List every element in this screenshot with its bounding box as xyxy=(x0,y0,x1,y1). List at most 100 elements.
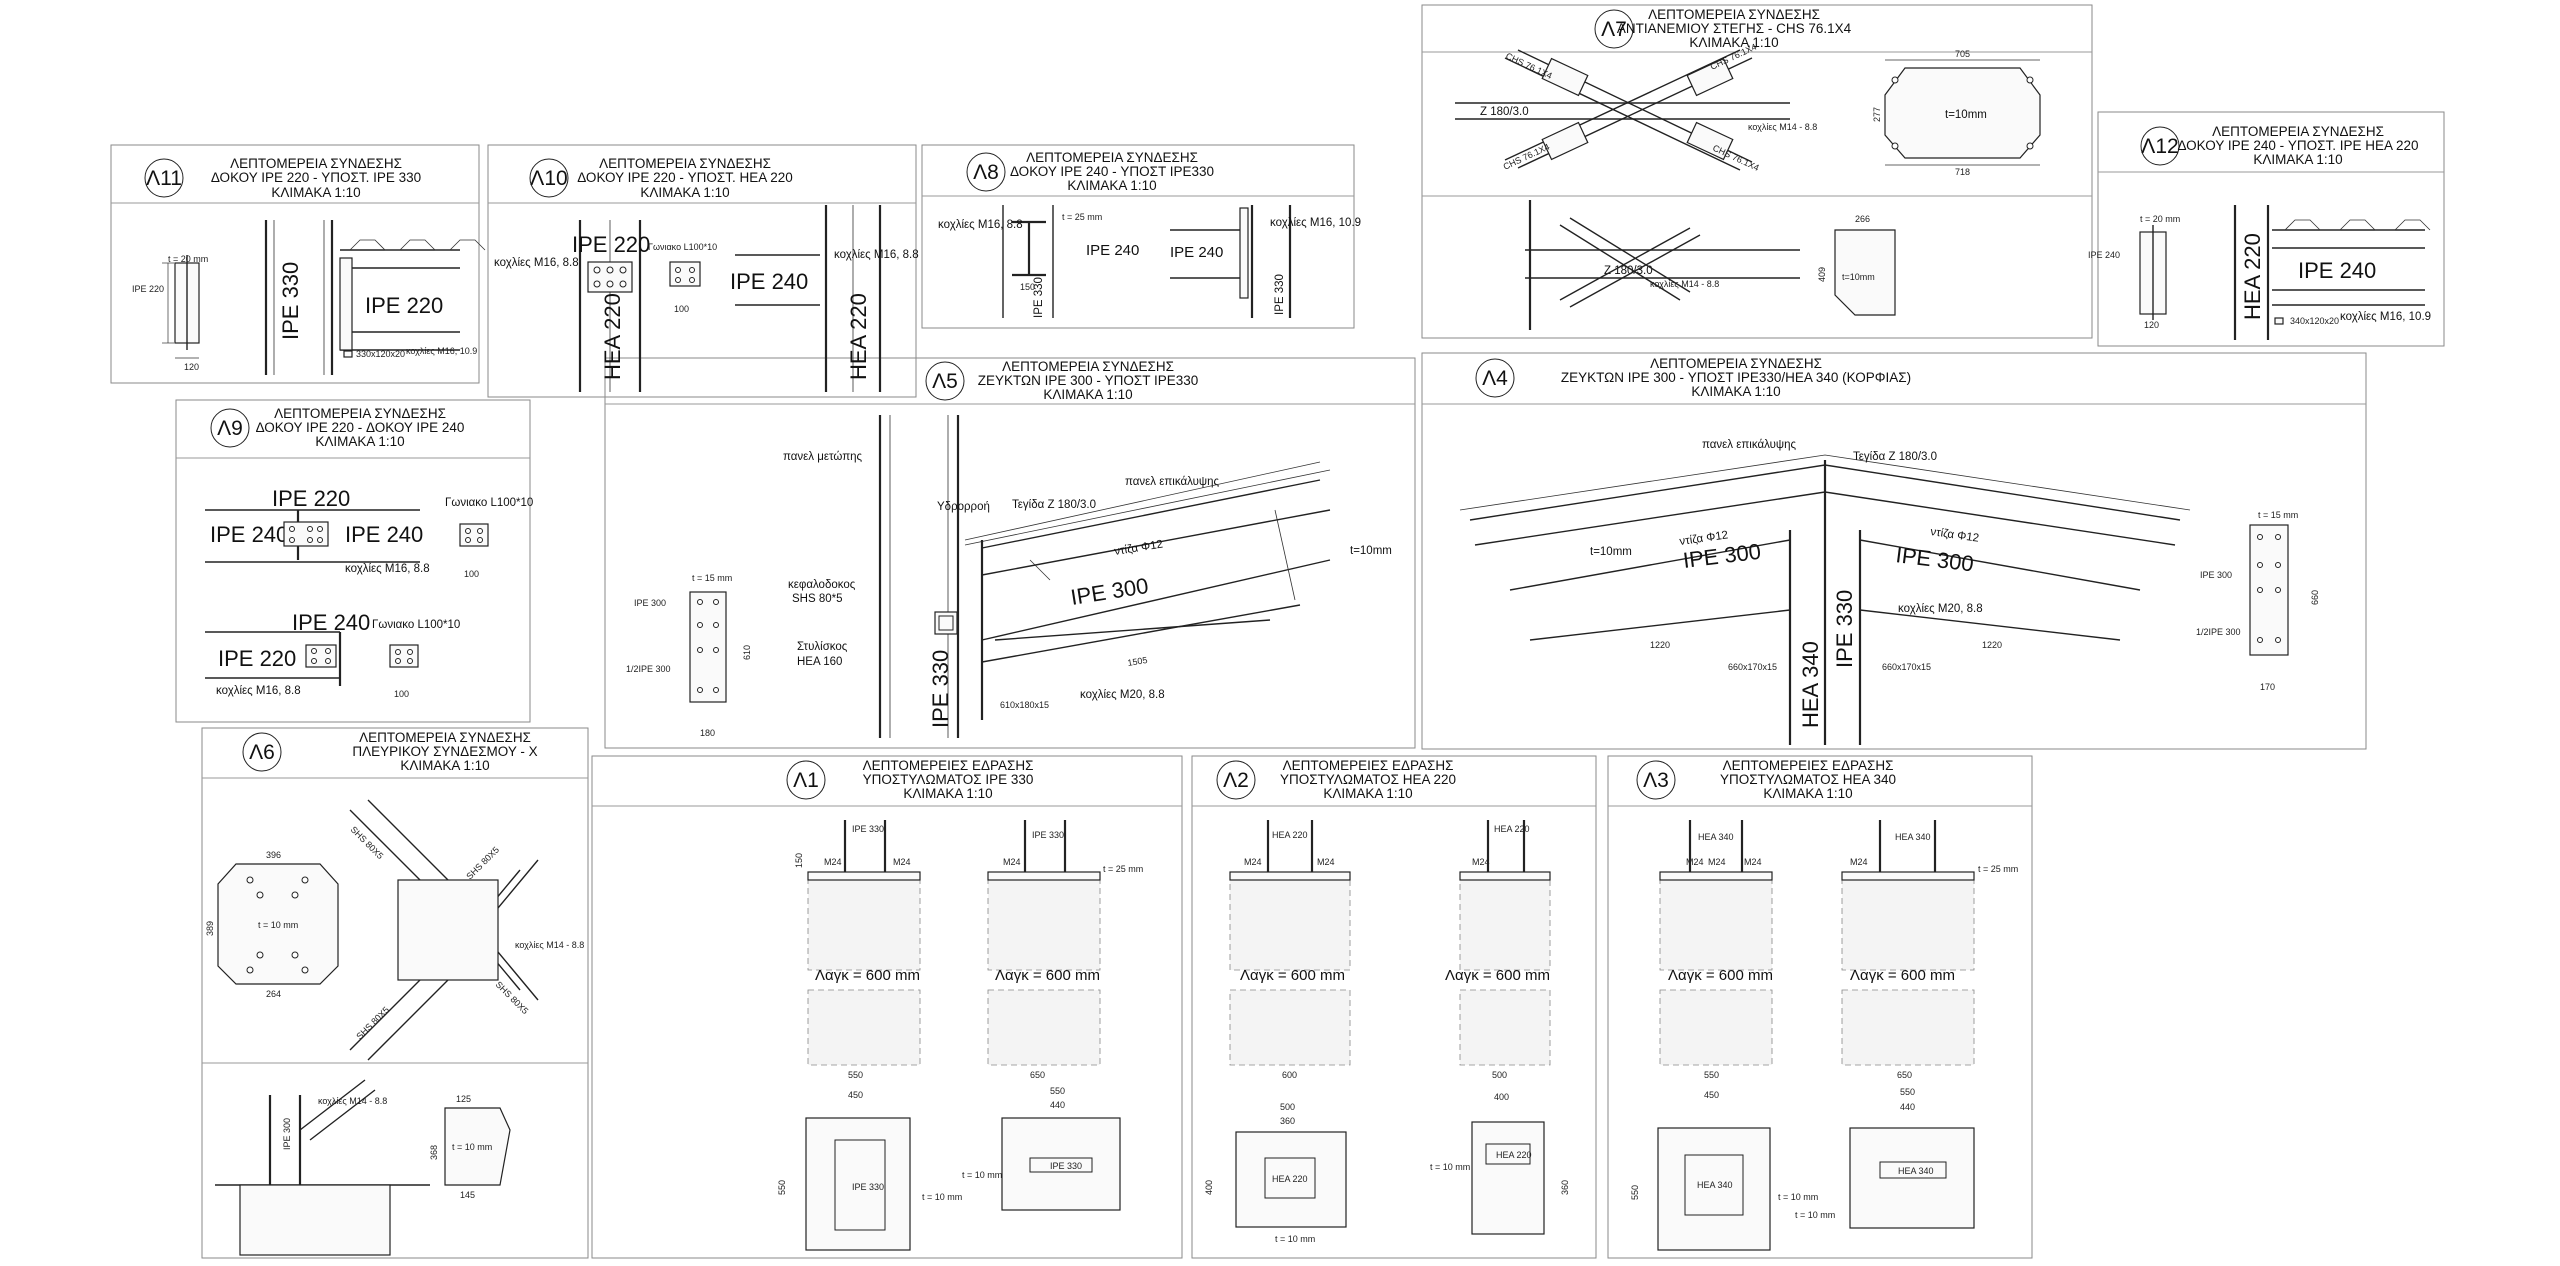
dim-label: 120 xyxy=(184,362,199,372)
panel-code: Λ11 xyxy=(146,167,182,190)
panel-title-l6: Λ6 ΛΕΠΤΟΜΕΡΕΙΑ ΣΥΝΔΕΣΗΣ ΠΛΕΥΡΙΚΟΥ ΣΥΝΔΕΣ… xyxy=(242,730,538,773)
column-label: HEA 220 xyxy=(600,293,625,380)
title-line: ΔΟΚΟΥ IPE 220 - ΥΠΟΣΤ. HEA 220 xyxy=(577,170,793,185)
column-label: IPE 330 xyxy=(1832,590,1857,668)
anchor-length: Λαγκ = 600 mm xyxy=(1850,967,1955,984)
bolt-label: κοχλίες M20, 8.8 xyxy=(1898,603,1983,615)
panel-code: Λ10 xyxy=(530,167,567,190)
dim-label: 500 xyxy=(1280,1102,1295,1112)
column-label: IPE 330 xyxy=(1050,1161,1082,1171)
bolt-label: M24 xyxy=(1472,857,1490,867)
title-line: ΥΠΟΣΤΥΛΩΜΑΤΟΣ HEA 340 xyxy=(1720,772,1896,787)
bolt-label: κοχλίες M16, 8.8 xyxy=(494,257,579,269)
column-label: HEA 340 xyxy=(1698,832,1734,842)
title-line: ΥΠΟΣΤΥΛΩΜΑΤΟΣ IPE 330 xyxy=(863,772,1034,787)
thickness-label: t=10mm xyxy=(1590,546,1632,558)
panel-label: πανελ επικάλυψης xyxy=(1702,439,1796,451)
dim-label: 360 xyxy=(1560,1180,1570,1195)
panel-code: Λ2 xyxy=(1223,769,1249,792)
beam-label: IPE 240 xyxy=(345,522,423,547)
title-line: ΚΛΙΜΑΚΑ 1:10 xyxy=(1691,384,1780,399)
thickness-label: t = 10 mm xyxy=(962,1170,1002,1180)
title-line: ΚΛΙΜΑΚΑ 1:10 xyxy=(1689,35,1778,50)
post-label: Στυλίσκος xyxy=(797,641,848,653)
dim-label: 450 xyxy=(1704,1090,1719,1100)
dim-label: 266 xyxy=(1855,214,1870,224)
bolt-label: M24 xyxy=(1744,857,1762,867)
dim-label: 550 xyxy=(848,1070,863,1080)
beam-label: IPE 240 xyxy=(2298,258,2376,283)
dim-label: 409 xyxy=(1817,267,1827,282)
beam-label: IPE 240 xyxy=(210,522,288,547)
detail-l6: t = 10 mm 396 264 389 SHS 80X5 SHS 80X5 … xyxy=(205,799,584,1256)
beam-label: IPE 220 xyxy=(132,284,164,294)
angle-label: Γωνιακο L100*10 xyxy=(648,242,717,252)
beam-label: IPE 300 xyxy=(1894,542,1975,576)
plate-label: 660x170x15 xyxy=(1882,662,1931,672)
detail-l5: t = 15 mm IPE 300 1/2IPE 300 180 610 IPE… xyxy=(626,415,1392,738)
dim-label: 650 xyxy=(1897,1070,1912,1080)
bolt-label: κοχλίες M16, 8.8 xyxy=(216,685,301,697)
panel-title-l7: Λ7 ΛΕΠΤΟΜΕΡΕΙΑ ΣΥΝΔΕΣΗΣ ΑΝΤΙΑΝΕΜΙΟΥ ΣΤΕΓ… xyxy=(1594,7,1852,50)
cap-label: κεφαλοδοκος xyxy=(788,579,856,591)
thickness-label: t = 15 mm xyxy=(2258,510,2298,520)
title-line: ΚΛΙΜΑΚΑ 1:10 xyxy=(315,434,404,449)
title-line: ΚΛΙΜΑΚΑ 1:10 xyxy=(1043,387,1132,402)
title-line: ΚΛΙΜΑΚΑ 1:10 xyxy=(1067,178,1156,193)
dim-label: 500 xyxy=(1492,1070,1507,1080)
bolt-label: κοχλίες M16, 10.9 xyxy=(2340,311,2431,323)
bolt-label: κοχλίες M16, 8.8 xyxy=(938,219,1023,231)
dim-label: 145 xyxy=(460,1190,475,1200)
dim-label: 1220 xyxy=(1982,640,2002,650)
dim-label: 120 xyxy=(2144,320,2159,330)
dim-label: 100 xyxy=(674,304,689,314)
title-separators xyxy=(111,51,2444,1064)
plate-label: 610x180x15 xyxy=(1000,700,1049,710)
dim-label: 264 xyxy=(266,989,281,999)
purlin-label: Z 180/3.0 xyxy=(1480,106,1529,118)
dim-label: 705 xyxy=(1955,49,1970,59)
bolt-label: M24 xyxy=(1244,857,1262,867)
dim-label: 550 xyxy=(1050,1086,1065,1096)
anchor-length: Λαγκ = 600 mm xyxy=(1240,967,1345,984)
column-label: HEA 340 xyxy=(1895,832,1931,842)
bolt-label: M24 xyxy=(824,857,842,867)
dim-label: 600 xyxy=(1282,1070,1297,1080)
thickness-label: t = 20 mm xyxy=(2140,214,2180,224)
column-label: IPE 330 xyxy=(852,824,884,834)
bolt-label: κοχλίες M14 - 8.8 xyxy=(1748,122,1817,132)
title-line: ΚΛΙΜΑΚΑ 1:10 xyxy=(1763,786,1852,801)
column-label: HEA 220 xyxy=(846,293,871,380)
panel-titles: Λ11 ΛΕΠΤΟΜΕΡΕΙΑ ΣΥΝΔΕΣΗΣ ΔΟΚΟΥ IPE 220 -… xyxy=(144,7,2419,801)
panel-code: Λ7 xyxy=(1601,18,1627,41)
beam-label: IPE 220 xyxy=(272,486,350,511)
detail-l10: HEA 220 IPE 220 κοχλίες M16, 8.8 Γωνιακο… xyxy=(494,205,919,392)
bolt-label: κοχλίες M14 - 8.8 xyxy=(1650,279,1719,289)
title-line: ΛΕΠΤΟΜΕΡΕΙΑ ΣΥΝΔΕΣΗΣ xyxy=(1650,356,1822,371)
thickness-label: t = 15 mm xyxy=(692,573,732,583)
title-line: ΛΕΠΤΟΜΕΡΕΙΕΣ ΕΔΡΑΣΗΣ xyxy=(1283,758,1454,773)
detail-l2: HEA 220 M24 M24 Λαγκ = 600 mm 600 HEA 22… xyxy=(1204,820,1570,1244)
brace-label: SHS 80X5 xyxy=(354,1005,391,1042)
gutter-label: Υδρορροή xyxy=(937,501,990,513)
title-line: ΚΛΙΜΑΚΑ 1:10 xyxy=(640,185,729,200)
title-line: ΚΛΙΜΑΚΑ 1:10 xyxy=(400,758,489,773)
purlin-label: Τεγίδα Z 180/3.0 xyxy=(1853,451,1937,463)
bolt-label: M24 xyxy=(1850,857,1868,867)
plate-label: 340x120x20 xyxy=(2290,316,2339,326)
bolt-label: M24 xyxy=(1708,857,1726,867)
dim-label: 100 xyxy=(464,569,479,579)
brace-label: SHS 80X5 xyxy=(464,845,501,882)
column-label: IPE 330 xyxy=(928,650,953,728)
title-line: ΥΠΟΣΤΥΛΩΜΑΤΟΣ HEA 220 xyxy=(1280,772,1456,787)
dim-label: 277 xyxy=(1872,107,1882,122)
thickness-label: t = 25 mm xyxy=(1978,864,2018,874)
thickness-label: t = 25 mm xyxy=(1062,212,1102,222)
dim-label: 150 xyxy=(1020,282,1035,292)
dim-label: 1505 xyxy=(1127,655,1148,668)
dim-label: 440 xyxy=(1050,1100,1065,1110)
anchor-length: Λαγκ = 600 mm xyxy=(1668,967,1773,984)
beam-label: 1/2IPE 300 xyxy=(626,664,671,674)
detail-l9: IPE 220 IPE 240 IPE 240 κοχλίες M16, 8.8… xyxy=(205,486,533,699)
